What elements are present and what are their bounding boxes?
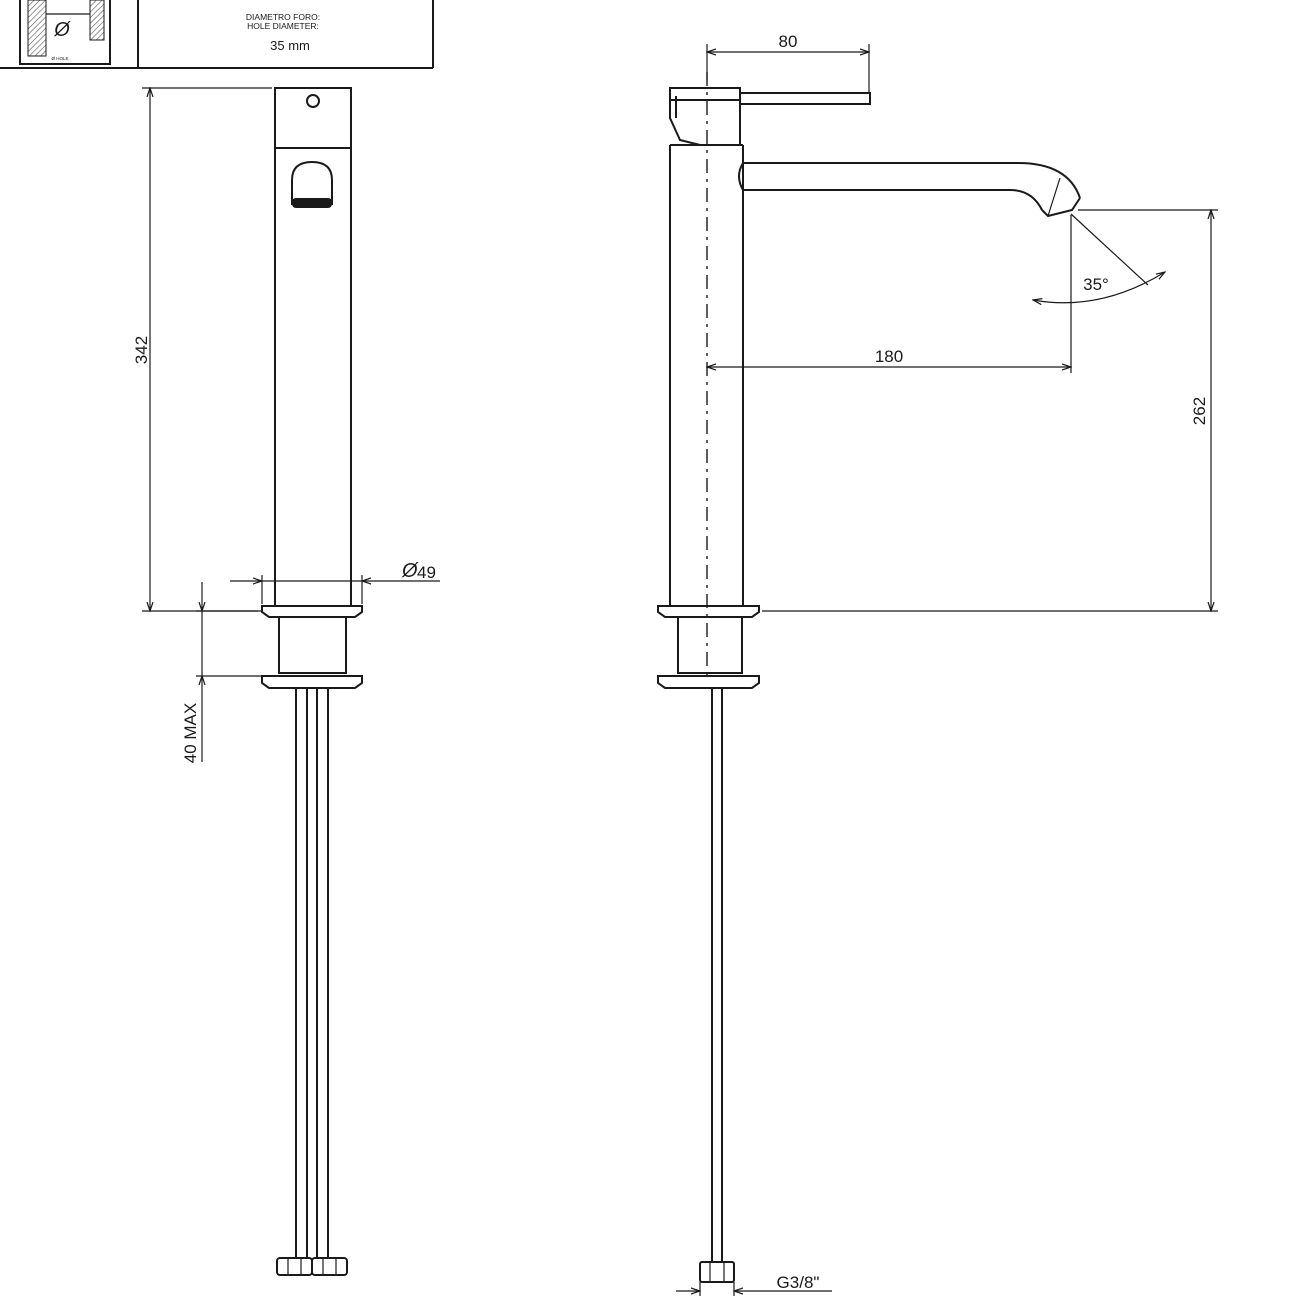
hole-diameter-value: 35 mm [270, 38, 310, 53]
side-lock-nut [657, 675, 760, 689]
hole-label-it: DIAMETRO FORO: [246, 12, 320, 22]
side-base-flange [657, 605, 760, 618]
side-spout-tip [1041, 197, 1081, 218]
total-height-label: 342 [132, 336, 151, 364]
side-spout-bottom [743, 189, 1043, 211]
spout-height-label: 262 [1190, 397, 1209, 425]
base-diameter-symbol: Ø [401, 560, 419, 582]
front-base-flange [261, 605, 363, 618]
dimension-deck-thickness: 40 MAX [181, 582, 262, 763]
dimension-spout-reach: 180 [707, 215, 1071, 373]
connection-thread-label: G3/8" [777, 1273, 820, 1292]
dimension-spout-height: 262 [762, 210, 1218, 611]
side-hoses [699, 688, 735, 1283]
front-aerator [292, 198, 332, 208]
hole-icon-caption: Ø HOLE [51, 56, 68, 61]
front-lock-nut [261, 675, 363, 689]
front-view: 342 Ø 49 40 MAX [132, 87, 440, 1276]
dimension-total-height: 342 [132, 88, 272, 611]
side-view: 80 180 35° 262 G3/8" [657, 32, 1218, 1296]
deck-thickness-label: 40 MAX [181, 703, 200, 763]
front-handle-marker [306, 94, 320, 108]
front-body [274, 87, 352, 607]
side-lever [739, 92, 871, 105]
hole-label-en: HOLE DIAMETER: [247, 21, 319, 31]
handle-reach-label: 80 [779, 32, 798, 51]
dimension-spout-angle: 35° [1033, 213, 1165, 303]
dimension-base-diameter: Ø 49 [230, 560, 440, 604]
hole-icon: Ø Ø HOLE [19, 0, 111, 65]
dimension-handle-reach: 80 [707, 32, 869, 92]
side-handle [669, 87, 741, 146]
front-spout-opening [291, 160, 333, 205]
base-diameter-label: 49 [417, 563, 436, 582]
dimension-connection-thread: G3/8" [676, 1273, 832, 1296]
spout-reach-label: 180 [875, 347, 903, 366]
title-block: Ø Ø HOLE DIAMETRO FORO: HOLE DIAMETER: 3… [0, 0, 434, 69]
spout-angle-label: 35° [1083, 275, 1109, 294]
hole-icon-symbol: Ø [53, 19, 71, 41]
side-spout-top [743, 162, 1081, 199]
front-hoses [276, 688, 348, 1276]
